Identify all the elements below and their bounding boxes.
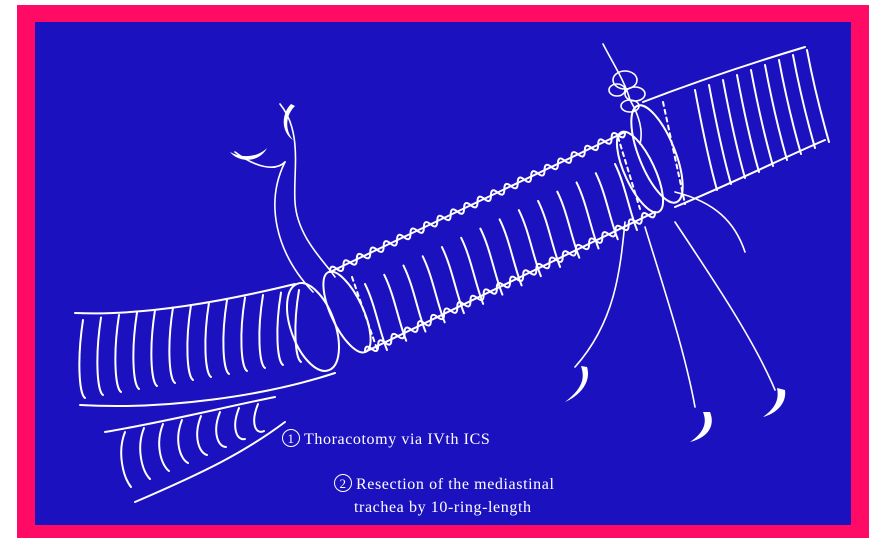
bronchus-ring: [140, 428, 150, 479]
caption-step-2-line-2: trachea by 10-ring-length: [354, 497, 532, 519]
cartilage-ring: [79, 320, 85, 398]
cartilage-ring: [241, 298, 247, 372]
tube-ring: [384, 275, 406, 341]
cartilage-ring: [97, 318, 103, 396]
cartilage-ring: [205, 303, 211, 378]
tube-ring: [461, 238, 483, 304]
bronchus-ring: [121, 432, 131, 487]
tube-ring: [577, 182, 599, 248]
bronchus-ring: [235, 408, 245, 439]
step-1-number: 1: [282, 429, 300, 447]
cartilage-ring: [169, 308, 175, 384]
curved-needles: [230, 104, 785, 442]
cartilage-ring: [151, 310, 157, 386]
cartilage-ring: [133, 313, 139, 390]
cartilage-ring: [187, 305, 193, 380]
lower-trachea-segment: [75, 276, 349, 406]
suture-threads: [235, 44, 775, 407]
cartilage-ring: [277, 293, 283, 366]
bronchus-rings: [121, 404, 264, 487]
cartilage-ring: [223, 300, 229, 374]
bronchus-ring: [159, 424, 169, 471]
resected-trachea-tube: [314, 126, 672, 359]
lower-trachea-rings: [79, 290, 301, 398]
cartilage-ring: [115, 315, 121, 392]
step-2-text-line-2: trachea by 10-ring-length: [354, 499, 532, 516]
bronchus-ring: [216, 412, 226, 447]
bronchus-branch: [105, 397, 285, 502]
upper-trachea-segment: [621, 47, 829, 209]
tube-ring: [423, 256, 445, 322]
bronchus-ring: [197, 416, 207, 455]
bronchus-ring: [178, 420, 188, 463]
step-2-text-line-1: Resection of the mediastinal: [356, 476, 555, 493]
tube-ring: [365, 284, 387, 350]
step-2-number: 2: [334, 474, 352, 492]
tube-ring: [500, 219, 522, 285]
tube-ring: [538, 201, 560, 267]
bronchus-ring: [254, 404, 264, 432]
tube-ring: [596, 173, 618, 239]
cartilage-ring: [259, 295, 265, 368]
tube-ring: [480, 229, 502, 295]
step-1-text: Thoracotomy via IVth ICS: [304, 431, 490, 448]
